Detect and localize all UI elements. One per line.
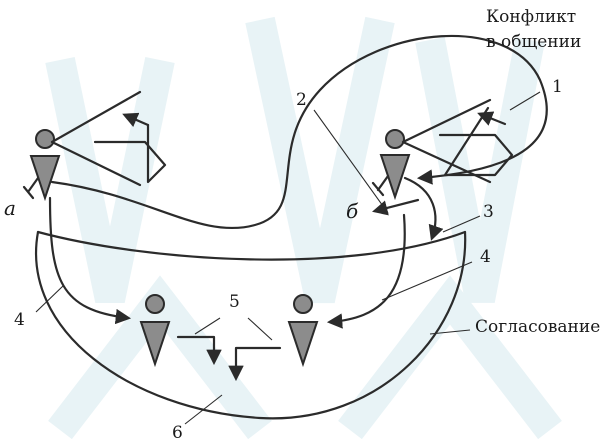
conflict-label-line2: в общении: [486, 32, 581, 52]
agreement-arrow-left: [176, 335, 222, 366]
conflict-loop: [50, 34, 548, 230]
background-watermark: [45, 16, 562, 440]
label-2: 2: [296, 90, 307, 110]
person-a-perception-arrow: [122, 112, 150, 127]
person-a-perception-symbol: [93, 123, 167, 184]
agreement-bowl: [35, 230, 467, 420]
label-6: 6: [172, 423, 183, 443]
person-b-body: [379, 154, 411, 201]
conflict-label-line1: Конфликт: [486, 7, 576, 27]
agreement-arrow-right: [228, 346, 282, 382]
person-a-body: [29, 155, 61, 202]
agreement-upper-arc: [36, 230, 467, 261]
leader-lines: [35, 91, 541, 425]
person-a-label: а: [4, 196, 16, 220]
arrow-b-down: [403, 176, 444, 241]
person-a: [22, 90, 167, 202]
person-b-perception-arrow: [477, 111, 507, 126]
label-4-left: 4: [14, 310, 25, 330]
label-3: 3: [483, 202, 494, 222]
arrow-b-left: [372, 198, 420, 216]
person-b-perception-symbol: [438, 106, 514, 177]
agreement-person-left: [139, 294, 171, 368]
agreement-person-right: [287, 294, 319, 368]
person-b-head: [385, 129, 405, 149]
label-4-right: 4: [480, 247, 491, 267]
person-a-view-cone: [50, 90, 142, 187]
agreement-label: Согласование: [475, 317, 600, 337]
label-5: 5: [229, 292, 240, 312]
person-b-label: б: [346, 199, 359, 223]
path-b-to-agreement: [326, 213, 406, 329]
person-a-head: [35, 129, 55, 149]
person-b-speaking-mark: [371, 174, 390, 197]
person-b: [371, 98, 514, 201]
person-a-speaking-mark: [22, 176, 40, 200]
label-1: 1: [552, 77, 563, 97]
